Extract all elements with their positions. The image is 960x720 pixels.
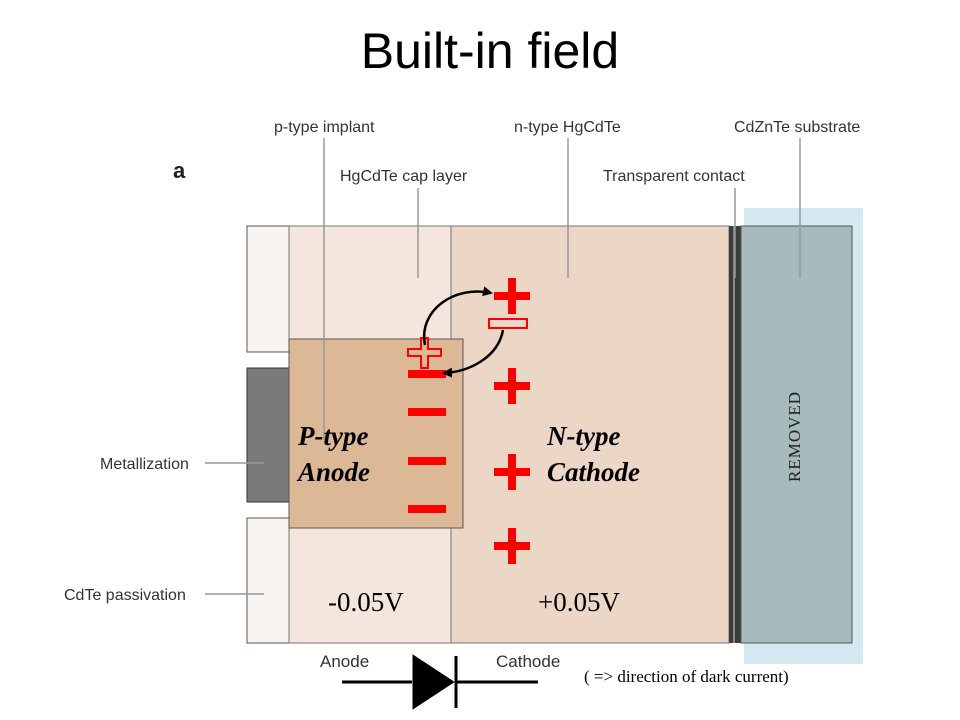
n-type-region [450,225,730,644]
positive-charge [494,528,530,564]
cathode-voltage: +0.05V [538,587,620,617]
diode-cathode-label: Cathode [496,652,560,671]
positive-charge [494,454,530,490]
dark-current-note: ( => direction of dark current) [584,667,789,686]
negative-charges [408,370,446,513]
callout-cdte-passivation: CdTe passivation [64,587,186,604]
negative-charge [408,457,446,465]
substrate-region [740,225,853,644]
negative-charge [408,408,446,416]
n-type-label: N-type [546,421,620,451]
positive-charges [494,278,530,564]
positive-charge [494,278,530,314]
callout-p-type-implant: p-type implant [274,119,375,136]
negative-charge [408,370,446,378]
drift-arrow-electron [442,329,505,378]
callout-transparent-contact: Transparent contact [603,168,745,185]
cathode-label: Cathode [547,457,640,487]
generated-hole [407,337,442,369]
callout-cdznte-substrate: CdZnTe substrate [734,119,860,136]
panel-letter: a [173,158,186,183]
anode-voltage: -0.05V [328,587,404,617]
negative-charge [408,505,446,513]
p-type-label: P-type [297,421,368,451]
page-title: Built-in field [361,23,619,79]
removed-label: REMOVED [785,391,804,482]
diode-anode-label: Anode [320,652,369,671]
passivation-top [246,225,290,353]
diode-symbol [342,654,538,710]
callout-metallization: Metallization [100,456,189,473]
transparent-contact-line [733,226,735,643]
metallization-block [246,367,290,503]
callout-hgcdte-cap-layer: HgCdTe cap layer [340,168,468,185]
positive-charge [494,368,530,404]
generated-electron [488,318,528,329]
passivation-bottom [246,517,290,644]
callout-lines [205,138,801,595]
anode-label: Anode [296,457,370,487]
callout-n-type-hgcdte: n-type HgCdTe [514,119,621,136]
drift-arrow-hole [422,286,493,346]
